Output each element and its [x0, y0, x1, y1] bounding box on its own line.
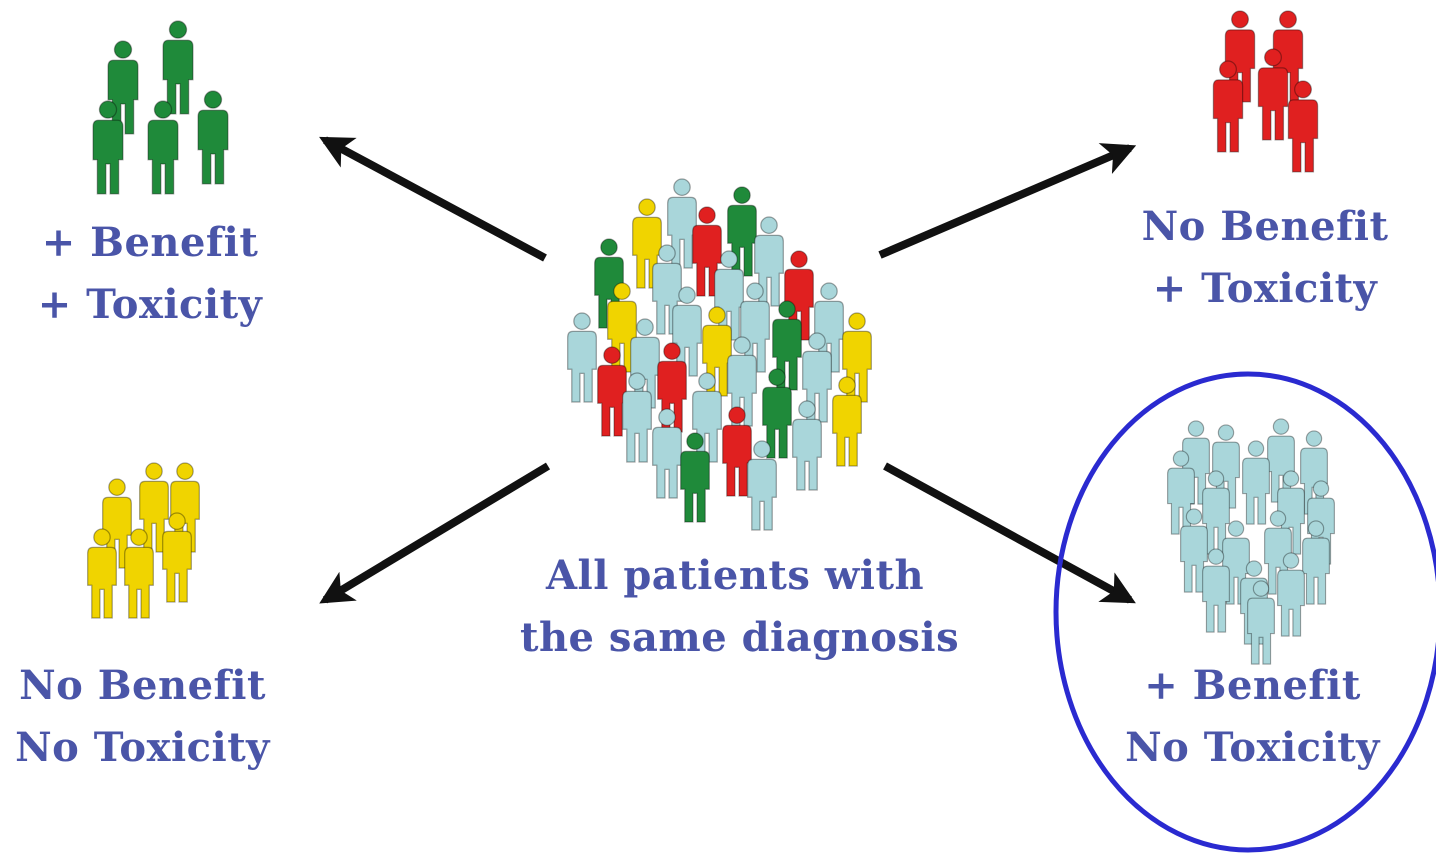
label-bottom-right-line2: No Toxicity: [1125, 724, 1380, 771]
crowd-nobenefit-toxicity: [1212, 10, 1319, 173]
label-top-right: No Benefit + Toxicity: [1140, 196, 1390, 320]
arrows: [319, 136, 1137, 604]
label-center-line1: All patients with: [545, 552, 925, 599]
label-top-left: + Benefit + Toxicity: [30, 212, 270, 336]
label-top-right-line1: No Benefit: [1141, 203, 1389, 250]
label-bottom-left: No Benefit No Toxicity: [10, 655, 275, 779]
label-top-left-line2: + Toxicity: [37, 281, 263, 328]
label-bottom-right: + Benefit No Toxicity: [1115, 655, 1390, 779]
arrow-to-bottom-right: [883, 462, 1136, 604]
arrow-to-bottom-left: [319, 462, 551, 604]
crowd-benefit-toxicity: [92, 20, 229, 195]
person-figure: [1241, 440, 1271, 525]
crowd-all-patients: [567, 178, 872, 531]
person-figure: [162, 20, 194, 115]
arrow-to-top-left: [319, 136, 547, 262]
highlight-ring: [1053, 371, 1436, 853]
label-top-left-line1: + Benefit: [41, 219, 259, 266]
crowd-nobenefit-notoxicity: [87, 462, 200, 619]
label-top-right-line2: + Toxicity: [1152, 265, 1378, 312]
label-center-line2: the same diagnosis: [520, 614, 960, 661]
arrow-to-top-right: [878, 143, 1137, 259]
person-figure: [147, 100, 179, 195]
label-center: All patients with the same diagnosis: [520, 545, 960, 669]
label-bottom-left-line1: No Benefit: [19, 662, 266, 709]
label-bottom-right-line1: + Benefit: [1144, 662, 1361, 709]
person-figure: [597, 346, 627, 437]
label-bottom-left-line2: No Toxicity: [15, 724, 270, 771]
person-figure: [197, 90, 229, 185]
person-figure: [567, 312, 597, 403]
crowd-benefit-notoxicity: [1166, 418, 1336, 665]
person-figure: [792, 400, 822, 491]
person-figure: [832, 376, 862, 467]
